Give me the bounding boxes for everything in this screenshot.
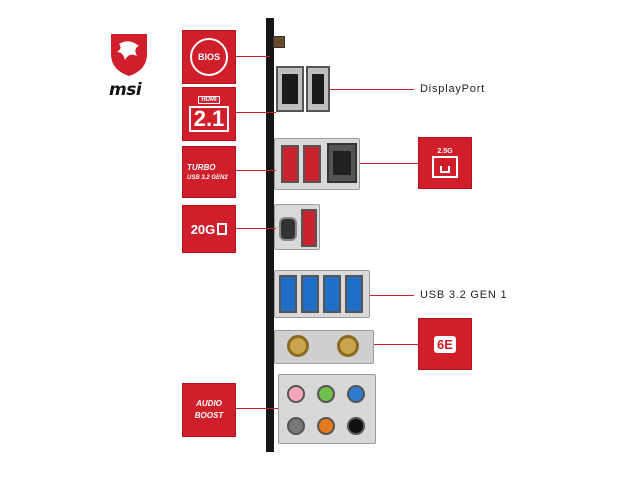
leader-line: [360, 163, 418, 164]
usb-blue-port-icon: [301, 275, 319, 313]
antenna-connector-icon: [337, 335, 359, 357]
leader-line: [236, 408, 278, 409]
turbo-label: TURBO: [187, 162, 216, 172]
wifi-6e-badge: 6E: [418, 318, 472, 370]
hdmi-badge: HDMI 2.1: [182, 87, 236, 141]
turbo-usb-badge: TURBO USB 3.2 GEN2: [182, 146, 236, 198]
speed-label: 20G: [190, 221, 216, 237]
audio-jack-gray-icon: [287, 417, 305, 435]
leader-line: [236, 56, 270, 57]
usb-gen1-label: USB 3.2 GEN 1: [420, 289, 508, 301]
wifi-antenna-block: [274, 330, 374, 364]
audio-jack-blue-icon: [347, 385, 365, 403]
bios-label: BIOS: [197, 52, 220, 62]
audio-jack-black-icon: [347, 417, 365, 435]
usb-red-lan-block: [274, 138, 360, 190]
audio-label: AUDIO: [196, 399, 222, 408]
ethernet-icon: [432, 156, 458, 178]
lan-speed-label: 2.5G: [437, 148, 453, 155]
leader-line: [330, 89, 414, 90]
wifi-6e-label: 6E: [434, 335, 456, 353]
bios-flashback-badge: BIOS: [182, 30, 236, 84]
audio-jack-green-icon: [317, 385, 335, 403]
io-shield-bracket: [266, 18, 274, 452]
usb-red-port-icon: [301, 209, 317, 247]
leader-line: [236, 112, 276, 113]
usb-20g-badge: 20G: [182, 205, 236, 253]
leader-line: [374, 344, 418, 345]
displayport-label: DisplayPort: [420, 83, 486, 95]
audio-jack-orange-icon: [317, 417, 335, 435]
usb-red-port-icon: [303, 145, 321, 183]
hdmi-version: 2.1: [188, 106, 230, 132]
displayport-port-icon: [306, 66, 330, 112]
leader-line: [370, 295, 414, 296]
audio-boost-badge: AUDIO BOOST: [182, 383, 236, 437]
usb-c-plug-icon: [217, 223, 228, 235]
usb-blue-port-icon: [279, 275, 297, 313]
usb-blue-block: [274, 270, 370, 318]
leader-line: [236, 228, 276, 229]
bios-refresh-icon: BIOS: [190, 38, 228, 76]
hdmi-label: HDMI: [198, 96, 220, 104]
audio-jacks-block: [278, 374, 376, 444]
ethernet-port-icon: [327, 143, 357, 183]
lan-2-5g-badge: 2.5G: [418, 137, 472, 189]
usb-blue-port-icon: [323, 275, 341, 313]
usb-red-port-icon: [281, 145, 299, 183]
audio-jack-pink-icon: [287, 385, 305, 403]
clear-cmos-button-icon: [273, 36, 285, 48]
usb-blue-port-icon: [345, 275, 363, 313]
msi-wordmark: msi: [109, 80, 142, 100]
usb-c-port-icon: [279, 217, 297, 241]
hdmi-port-icon: [276, 66, 304, 112]
usb-gen2-label: USB 3.2 GEN2: [187, 174, 228, 181]
msi-dragon-logo-icon: [111, 34, 147, 76]
leader-line: [236, 170, 276, 171]
antenna-connector-icon: [287, 335, 309, 357]
boost-label: BOOST: [194, 411, 224, 420]
usb-c-block: [274, 204, 320, 250]
